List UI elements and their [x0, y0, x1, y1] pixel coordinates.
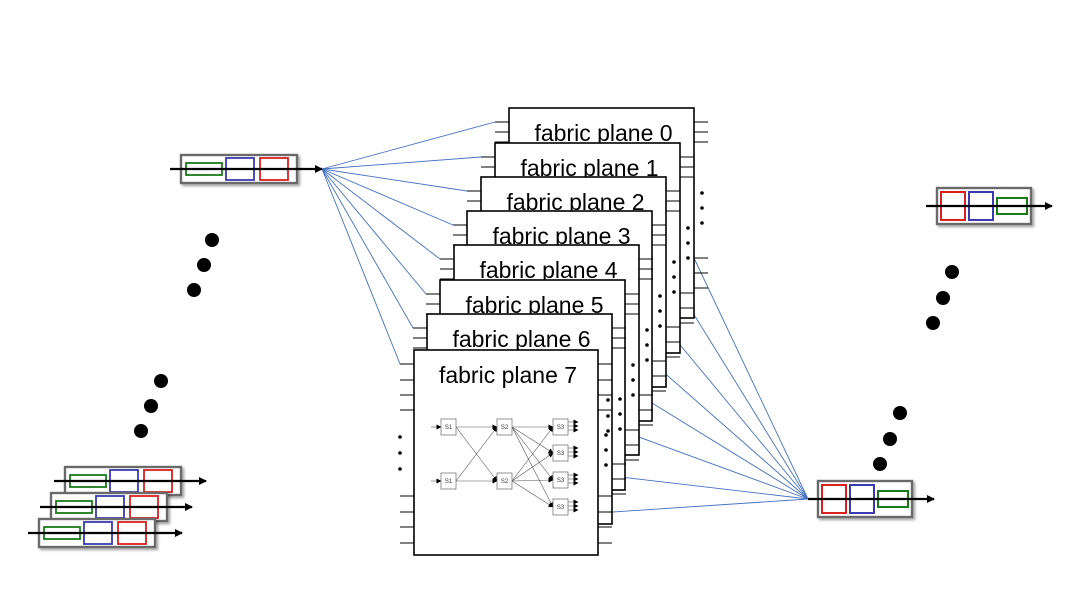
port-ellipsis-dot [645, 343, 649, 347]
plane-label: fabric plane 6 [452, 326, 590, 352]
link-in-5 [321, 168, 427, 295]
port-ellipsis-dot [672, 275, 676, 279]
link-out-2 [665, 327, 809, 500]
switch-node [552, 471, 569, 489]
ellipsis-dot [873, 457, 887, 471]
port-ellipsis-dot [618, 427, 622, 431]
switch-node [552, 444, 569, 462]
ellipsis-dot [197, 258, 211, 272]
port-ellipsis-dot [604, 433, 608, 437]
link-out-7 [597, 498, 809, 514]
switch-node-label: S3 [557, 478, 565, 484]
switch-link [511, 426, 554, 454]
switch-node [496, 418, 513, 436]
ellipsis-dot [154, 374, 168, 388]
input-queue-bottom-1 [54, 465, 207, 497]
switch-link [511, 452, 554, 482]
ellipsis-dot [205, 233, 219, 247]
switch-link [511, 426, 554, 481]
link-in-6 [321, 168, 414, 329]
input-queue-bottom-2 [40, 491, 193, 523]
output-queue-top [926, 186, 1053, 226]
switch-node-label: S2 [501, 479, 509, 485]
port-ellipsis-dot [604, 463, 608, 467]
ellipsis-dot [945, 265, 959, 279]
port-ellipsis-dot [672, 260, 676, 264]
port-ellipsis-dot [618, 412, 622, 416]
switch-link [511, 426, 554, 482]
link-out-6 [611, 475, 809, 500]
plane-label: fabric plane 0 [534, 120, 672, 146]
port-ellipsis-dot [631, 393, 635, 397]
output-queue-bottom [808, 479, 935, 519]
port-ellipsis-dot [606, 429, 610, 433]
switch-link [511, 480, 554, 508]
link-in-4 [321, 168, 441, 260]
ellipsis-dot [134, 424, 148, 438]
switch-link [511, 477, 554, 483]
link-out-5 [624, 431, 809, 500]
switch-node-label: S3 [557, 425, 565, 431]
port-ellipsis-dot [631, 363, 635, 367]
ellipsis-dot [893, 406, 907, 420]
switch-node-label: S3 [557, 505, 565, 511]
link-in-0 [321, 121, 496, 170]
port-ellipsis-dot [604, 448, 608, 452]
ellipsis-dot [187, 283, 201, 297]
switch-node [552, 418, 569, 436]
port-ellipsis-dot [686, 226, 690, 230]
plane-label: fabric plane 4 [479, 257, 617, 283]
port-ellipsis-dot [606, 398, 610, 402]
port-ellipsis-dot [700, 221, 704, 225]
ellipsis-dot [936, 291, 950, 305]
link-out-4 [638, 394, 809, 500]
link-in-2 [321, 168, 468, 192]
switch-node [552, 498, 569, 516]
link-out-0 [693, 257, 809, 500]
port-ellipsis-dot [700, 191, 704, 195]
switch-node-label: S3 [557, 451, 565, 457]
continuation-dots [134, 233, 959, 471]
switch-node [440, 472, 457, 490]
port-ellipsis-dot [631, 378, 635, 382]
fabric-plane-7: fabric plane 7 [400, 349, 612, 556]
switch-node-label: S1 [445, 425, 453, 431]
port-ellipsis-dot [672, 290, 676, 294]
port-ellipsis-dot [658, 324, 662, 328]
ellipsis-dot [926, 316, 940, 330]
switch-node [496, 472, 513, 490]
link-out-3 [651, 361, 809, 500]
port-ellipsis-dot [618, 397, 622, 401]
port-ellipsis-dot [686, 241, 690, 245]
port-ellipsis-dot [658, 294, 662, 298]
port-ellipsis-dot [398, 435, 402, 439]
port-ellipsis-dot [606, 414, 610, 418]
input-queue-bottom-3 [28, 517, 183, 549]
port-ellipsis-dot [398, 467, 402, 471]
switch-node-label: S1 [445, 479, 453, 485]
port-ellipsis-dot [700, 206, 704, 210]
port-ellipsis-dot [398, 451, 402, 455]
link-in-7 [321, 168, 401, 365]
port-ellipsis-dot [658, 309, 662, 313]
packet-queues [28, 153, 1053, 549]
link-in-1 [321, 156, 482, 170]
input-queue-top [170, 153, 323, 185]
ellipsis-dot [144, 399, 158, 413]
plane-label: fabric plane 7 [439, 362, 577, 388]
port-ellipsis-dot [645, 358, 649, 362]
link-out-1 [679, 291, 809, 500]
switch-node [440, 418, 457, 436]
ellipsis-dot [883, 432, 897, 446]
port-ellipsis-dot [686, 256, 690, 260]
fabric-links [321, 121, 809, 514]
switch-node-label: S2 [501, 425, 509, 431]
link-in-3 [321, 168, 454, 226]
port-ellipsis-dot [645, 328, 649, 332]
switch-link [455, 426, 498, 482]
